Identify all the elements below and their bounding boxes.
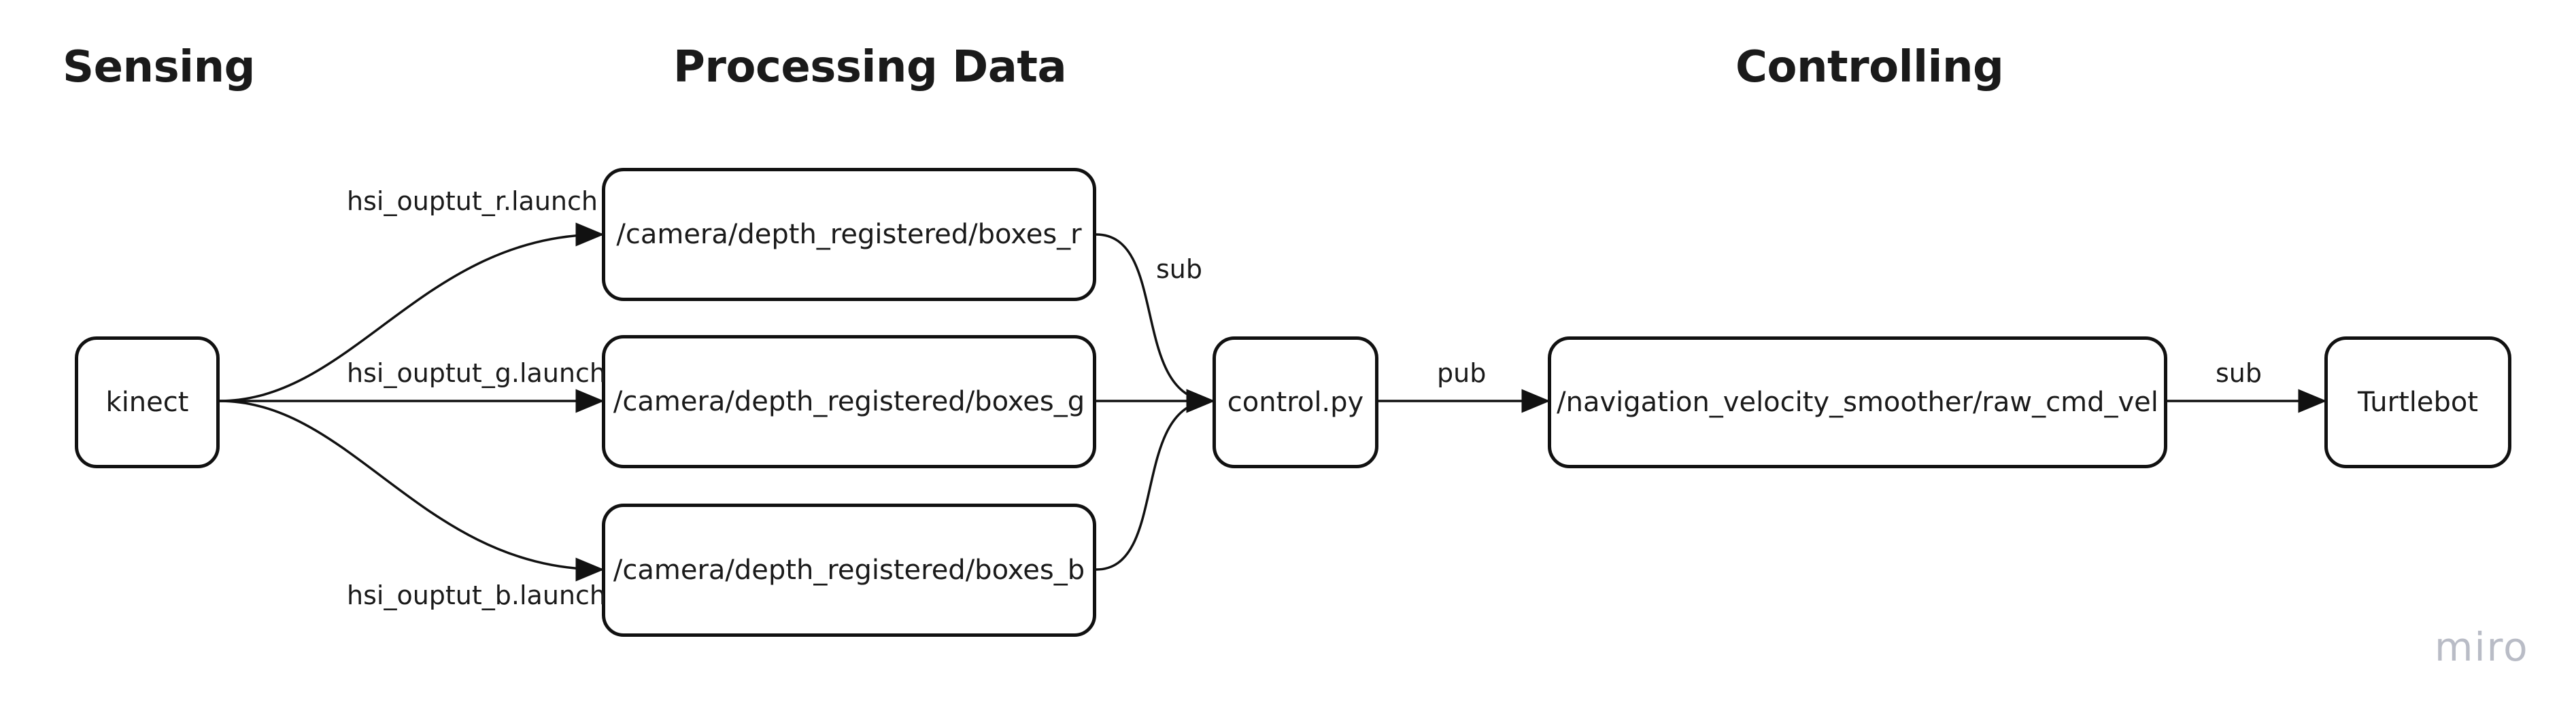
edge-label-launch-r: hsi_ouptut_r.launch <box>347 186 598 216</box>
node-control-py[interactable]: control.py <box>1213 336 1378 468</box>
heading-sensing: Sensing <box>63 42 255 92</box>
node-turtlebot[interactable]: Turtlebot <box>2324 336 2511 468</box>
edge-boxes-r-to-control <box>1096 233 1215 413</box>
edge-label-launch-g: hsi_ouptut_g.launch <box>347 358 606 388</box>
edge-label-launch-b: hsi_ouptut_b.launch <box>347 580 606 610</box>
edge-label-sub-boxes: sub <box>1156 254 1203 284</box>
node-kinect[interactable]: kinect <box>75 336 220 468</box>
node-boxes-g[interactable]: /camera/depth_registered/boxes_g <box>602 335 1096 468</box>
edge-label-pub-control: pub <box>1437 358 1487 388</box>
edge-label-sub-turtlebot: sub <box>2216 358 2263 388</box>
heading-controlling: Controlling <box>1735 42 2004 92</box>
node-boxes-b[interactable]: /camera/depth_registered/boxes_b <box>602 504 1096 637</box>
node-boxes-r[interactable]: /camera/depth_registered/boxes_r <box>602 168 1096 301</box>
edge-kinect-to-boxes-r <box>218 222 605 402</box>
edge-kinect-to-boxes-b <box>218 400 605 582</box>
node-raw-cmd-vel[interactable]: /navigation_velocity_smoother/raw_cmd_ve… <box>1548 336 2167 468</box>
edge-boxes-b-to-control <box>1096 389 1215 571</box>
miro-watermark: miro <box>2435 624 2529 670</box>
heading-processing-data: Processing Data <box>673 42 1067 92</box>
